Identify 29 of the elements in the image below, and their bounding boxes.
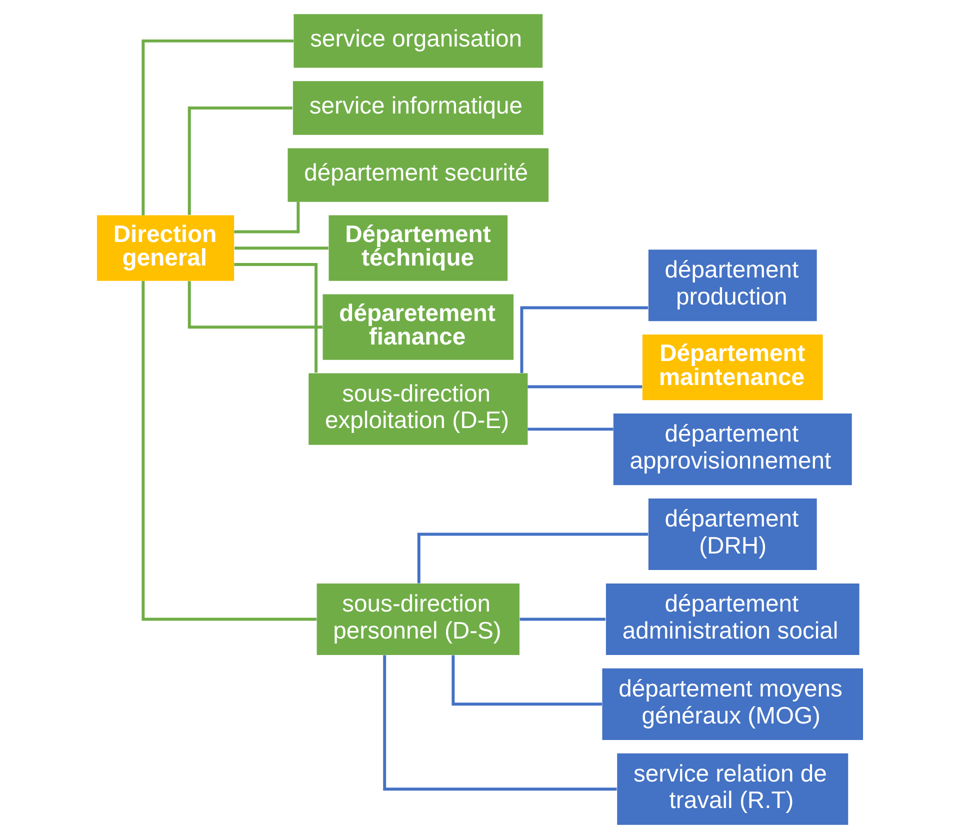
connector — [417, 532, 648, 584]
connector — [520, 618, 606, 621]
node-box: déparetement fianance — [322, 294, 514, 360]
connector — [528, 385, 642, 388]
connector — [383, 655, 617, 791]
node-box: service organisation — [294, 14, 543, 68]
node-box: Département téchnique — [328, 215, 508, 281]
connector — [142, 281, 317, 621]
node-box: Direction general — [96, 215, 234, 281]
connector — [234, 263, 318, 373]
node-box: sous-direction exploitation (D-E) — [308, 373, 528, 445]
node-box: département production — [648, 250, 817, 322]
node-box: département moyens généraux (MOG) — [602, 668, 864, 740]
node-box: département securité — [288, 148, 549, 202]
connector — [142, 39, 294, 216]
connector — [520, 306, 648, 374]
connector — [528, 428, 614, 431]
connector — [234, 202, 300, 234]
node-box: service informatique — [292, 81, 544, 135]
node-box: Département maintenance — [642, 334, 823, 400]
node-box: département administration social — [606, 583, 860, 655]
connector — [452, 655, 602, 706]
node-box: département approvisionnement — [613, 414, 852, 486]
node-box: sous-direction personnel (D-S) — [316, 583, 520, 655]
connector — [234, 246, 328, 250]
connector — [188, 281, 322, 329]
node-box: département (DRH) — [648, 498, 817, 570]
connector — [188, 106, 292, 215]
node-box: service relation de travail (R.T) — [617, 753, 848, 825]
